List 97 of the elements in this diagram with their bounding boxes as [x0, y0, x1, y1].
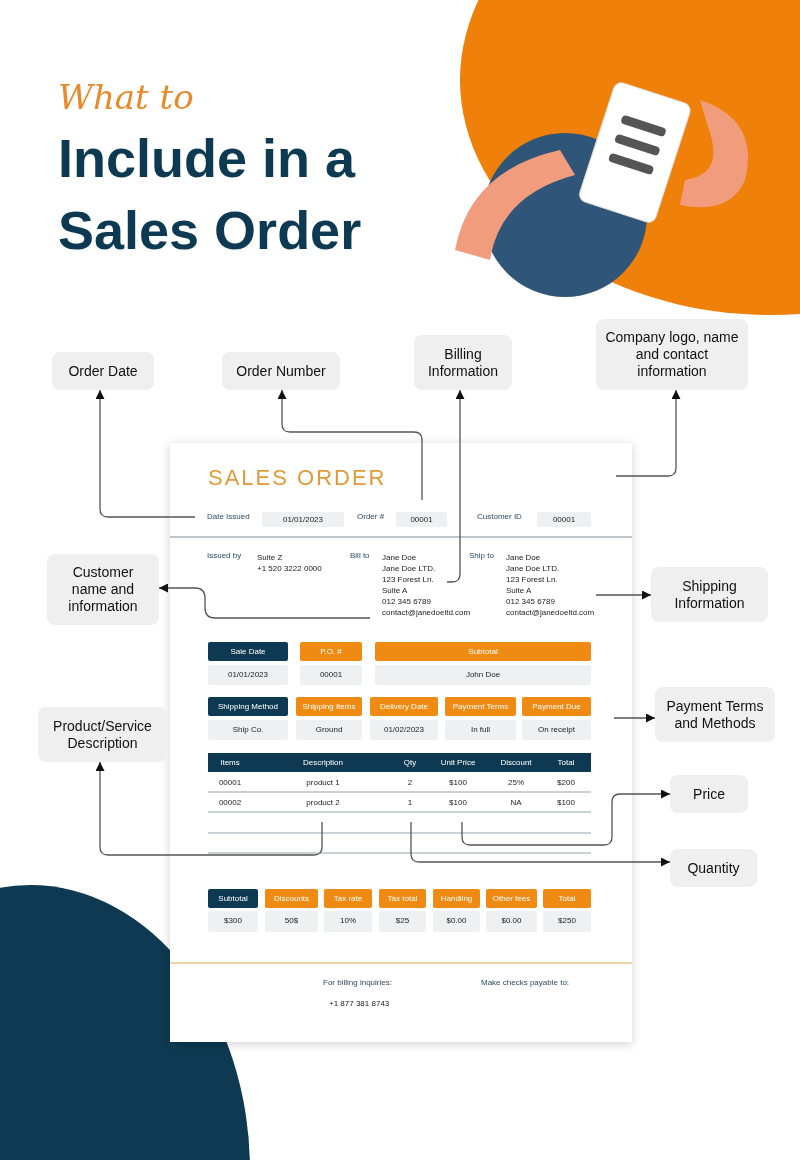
field-value: $25 [379, 911, 426, 932]
address-line: 012 345 6789 [506, 596, 555, 605]
field-label: Issued by [207, 551, 242, 561]
column-header: Tax total [379, 889, 426, 908]
field-value: $250 [543, 911, 591, 932]
column-heading: Total [556, 757, 576, 769]
callout-box: Company logo, name and contact information [596, 319, 748, 390]
item-number: 00001 [217, 777, 243, 789]
column-header: Handling [433, 889, 480, 908]
leader-line [461, 789, 671, 846]
field-value: 10% [324, 911, 372, 932]
leader-line [95, 761, 323, 856]
address-line: Jane Doe LTD. [382, 563, 436, 572]
column-header: P.O. # [300, 642, 362, 661]
discount-value: NA [509, 797, 523, 809]
address-line: 012 345 6789 [382, 596, 431, 605]
node-label: Product/Service Description [53, 717, 152, 751]
field-value: 00001 [300, 665, 362, 685]
leader-line [613, 713, 656, 723]
callout-box: Shipping Information [651, 567, 768, 622]
footer-heading: For billing inquiries: [323, 978, 392, 988]
field-label: Order # [357, 512, 385, 523]
leader-line [410, 821, 671, 867]
quantity-value: 2 [406, 777, 414, 789]
column-header: Tax rate [324, 889, 372, 908]
email-text: contact@janedoeltd.com [382, 607, 471, 616]
leader-line [158, 583, 371, 619]
callout-box: Price [670, 775, 748, 813]
column-header: Subtotal [375, 642, 591, 661]
address-line: Suite A [506, 585, 532, 594]
column-header: Delivery Date [370, 697, 438, 716]
callout-box: Payment Terms and Methods [655, 687, 775, 742]
address-line: +1 520 3222 0000 [257, 563, 322, 572]
email-text: contact@janedoeltd.com [506, 607, 595, 616]
field-value: $300 [208, 911, 258, 932]
column-header: Shipping Items [296, 697, 362, 716]
field-value: 01/01/2023 [208, 665, 288, 685]
field-label: Date Issued [207, 512, 250, 523]
item-description: product 2 [305, 797, 341, 809]
column-header: Other fees [486, 889, 537, 908]
leader-line [446, 389, 465, 583]
field-label: Bill to [350, 551, 370, 561]
callout-box: Order Date [52, 352, 154, 390]
address-line: Jane Doe LTD. [506, 563, 560, 572]
callout-box: Billing Information [414, 335, 512, 390]
address-line: Jane Doe [382, 552, 417, 561]
line-total: $200 [556, 777, 576, 789]
price-value: $100 [448, 777, 468, 789]
discount-value: 25% [507, 777, 525, 789]
column-header: Shipping Method [208, 697, 288, 716]
leader-line [95, 389, 196, 518]
field-value: Ground [296, 720, 362, 740]
quantity-value: 1 [406, 797, 414, 809]
field-value: $0.00 [433, 911, 480, 932]
field-value: In full [445, 720, 516, 740]
callout-box: Order Number [222, 352, 340, 390]
field-value: John Doe [375, 665, 591, 685]
item-number: 00002 [217, 797, 243, 809]
field-value: 50$ [265, 911, 318, 932]
price-value: $100 [448, 797, 468, 809]
column-heading: Description [302, 757, 344, 769]
item-description: product 1 [305, 777, 341, 789]
field-value: $0.00 [486, 911, 537, 932]
column-header: Subtotal [208, 889, 258, 908]
address-line: 123 Forest Ln. [506, 574, 558, 583]
footer-heading: Make checks payable to: [481, 978, 570, 988]
field-label: Ship to [469, 551, 494, 561]
callout-box: Customer name and information [47, 554, 159, 625]
leader-line [277, 389, 423, 501]
address-line: Jane Doe [506, 552, 541, 561]
document-title: SALES ORDER [208, 464, 388, 492]
column-header: Sale Date [208, 642, 288, 661]
column-heading: Discount [499, 757, 533, 769]
field-value: 00001 [396, 512, 447, 527]
leader-line [595, 590, 652, 600]
line-total: $100 [556, 797, 576, 809]
phone-number: +1 877 381 8743 [329, 998, 390, 1007]
column-header: Discounts [265, 889, 318, 908]
field-value: 00001 [537, 512, 591, 527]
field-value: Ship Co. [208, 720, 288, 740]
page-title: What to Include in a Sales Order [58, 76, 363, 262]
address-line: 123 Forest Ln. [382, 574, 434, 583]
column-heading: Unit Price [439, 757, 477, 769]
field-label: Customer ID [477, 512, 522, 523]
address-line: Suite A [382, 585, 408, 594]
leader-line [615, 389, 681, 477]
column-header: Payment Due [522, 697, 591, 716]
column-heading: Qty [402, 757, 418, 769]
callout-box: Quantity [670, 849, 757, 887]
column-heading: Items [219, 757, 241, 769]
column-header: Total [543, 889, 591, 908]
field-value: 01/01/2023 [262, 512, 344, 527]
field-value: On receipt [522, 720, 591, 740]
column-header: Payment Terms [445, 697, 516, 716]
address-line: Suite Z [257, 552, 283, 561]
field-value: 01/02/2023 [370, 720, 438, 740]
callout-box: Product/Service Description [38, 707, 167, 762]
